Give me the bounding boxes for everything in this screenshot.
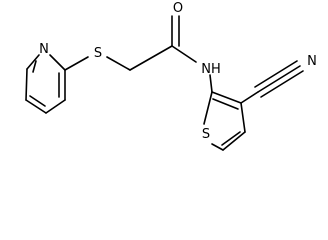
carbonyl-oxygen-label: O: [173, 1, 183, 16]
carbonyl-group: [171, 15, 197, 63]
bond-thio-s-c2: [203, 91, 213, 125]
pyridine-nitrogen-label: N: [39, 42, 49, 57]
bond-thio-c4-c5-double: [221, 131, 241, 146]
amide-nitrogen-label: NH: [201, 62, 221, 77]
bond-thio-c4-c5: [222, 131, 246, 151]
bond-pyr-c3-c2: [25, 68, 28, 101]
bond-cn-triple-upper: [254, 60, 298, 88]
bond-pyr-n1-c6: [49, 54, 66, 71]
bond-pyr-c5-c4: [45, 99, 66, 114]
bond-thio-c3-c4: [240, 102, 246, 133]
thioether-linker: [64, 45, 173, 71]
thiophene-ring: [203, 91, 246, 151]
bond-pyr-c2-n1-double: [32, 60, 37, 73]
bond-pyr-n1-c2: [26, 54, 40, 70]
bond-pyr-c4-c3: [25, 99, 47, 114]
molecule-structure-diagram: N S O NH S N: [25, 1, 317, 151]
bond-nh-thiophene-c2: [209, 74, 213, 93]
bond-s-ch2: [106, 56, 131, 71]
nitrile-group: [240, 60, 304, 104]
bond-thio-c2-c3: [211, 91, 242, 104]
thioether-sulfur-label: S: [94, 46, 102, 61]
molecule-svg: N S O NH S N: [25, 1, 317, 151]
bond-carbonyl-nh: [171, 45, 197, 63]
bond-ch2-carbonyl: [129, 45, 173, 71]
nitrile-nitrogen-label: N: [307, 54, 317, 69]
bond-thio-c5-s: [211, 143, 224, 151]
thiophene-sulfur-label: S: [202, 127, 210, 142]
bond-thio-c3-cn: [240, 91, 259, 104]
bond-thio-c2-c3-double: [212, 98, 239, 110]
bond-pyr-c4-c3-double: [29, 95, 46, 107]
bond-cn-triple-lower: [260, 70, 304, 98]
bond-cn-triple-center: [257, 65, 301, 93]
bond-pyr-c6-s: [64, 56, 89, 71]
pyridine-ring: [25, 54, 66, 114]
